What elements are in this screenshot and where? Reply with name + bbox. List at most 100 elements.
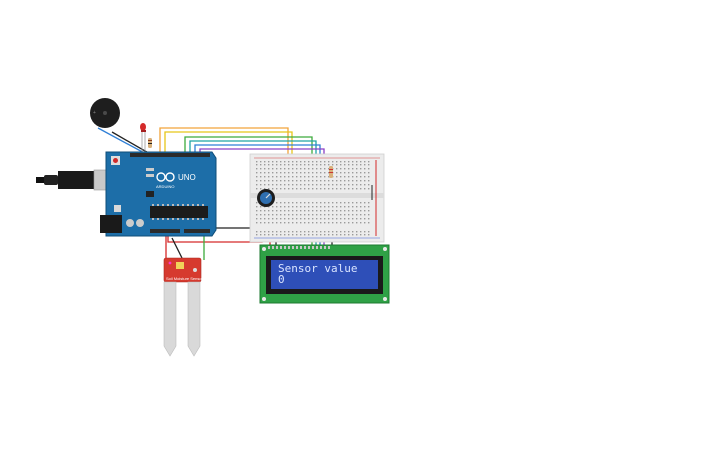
breadboard-hole [340,210,342,212]
breadboard-hole [340,180,342,182]
breadboard-hole [276,176,278,178]
breadboard-hole [272,172,274,174]
breadboard-hole [336,184,338,186]
breadboard-hole [300,214,302,216]
breadboard-hole [256,161,258,163]
breadboard-hole [304,210,306,212]
capacitor [126,219,134,227]
breadboard-hole [312,184,314,186]
breadboard-hole [268,222,270,224]
breadboard-hole [300,206,302,208]
capacitor [136,219,144,227]
breadboard-hole [292,180,294,182]
breadboard-hole [276,172,278,174]
breadboard-hole [296,206,298,208]
breadboard-hole [320,234,322,236]
breadboard-hole [280,234,282,236]
potentiometer[interactable] [257,189,275,207]
red-led[interactable] [140,123,152,155]
breadboard-hole [368,218,370,220]
breadboard-hole [288,161,290,163]
sensor-prong-left [163,281,177,357]
breadboard-hole [304,176,306,178]
wire-sensor-black[interactable] [171,237,183,259]
breadboard-hole [300,222,302,224]
breadboard-hole [352,206,354,208]
breadboard-hole [364,176,366,178]
breadboard-hole [280,214,282,216]
breadboard-hole [356,168,358,170]
breadboard-hole [260,184,262,186]
breadboard-hole [288,188,290,190]
breadboard-hole [292,188,294,190]
analog-header[interactable] [184,229,210,233]
breadboard-hole [268,210,270,212]
breadboard-hole [368,202,370,204]
breadboard-hole [280,210,282,212]
breadboard-hole [300,184,302,186]
breadboard-hole [364,188,366,190]
breadboard-hole [324,231,326,233]
breadboard-hole [308,206,310,208]
arduino-logo: UNO ARDUINO [156,172,196,189]
breadboard-hole [260,168,262,170]
breadboard-hole [292,202,294,204]
breadboard-hole [332,188,334,190]
breadboard-hole [352,161,354,163]
breadboard-hole [300,231,302,233]
breadboard-hole [344,172,346,174]
breadboard-hole [268,164,270,166]
breadboard-hole [348,202,350,204]
breadboard-hole [364,184,366,186]
breadboard-hole [364,222,366,224]
breadboard-hole [308,214,310,216]
breadboard-hole [364,202,366,204]
breadboard-hole [308,231,310,233]
breadboard-hole [256,176,258,178]
breadboard-hole [308,234,310,236]
breadboard-hole [344,218,346,220]
arduino-uno[interactable]: UNO ARDUINO [100,151,217,237]
soil-moisture-sensor[interactable]: Soil Moisture Sensor [163,257,204,357]
breadboard-hole [320,172,322,174]
breadboard-hole [300,161,302,163]
breadboard-hole [332,184,334,186]
breadboard-hole [368,184,370,186]
breadboard-hole [340,172,342,174]
wire-buzzer-blue[interactable] [97,127,149,156]
breadboard-hole [328,210,330,212]
digital-header[interactable] [130,153,210,157]
breadboard-hole [256,206,258,208]
breadboard-hole [328,234,330,236]
power-header[interactable] [150,229,180,233]
breadboard-hole [352,176,354,178]
breadboard-hole [336,210,338,212]
breadboard-hole [268,176,270,178]
breadboard-hole [304,188,306,190]
breadboard-hole [284,180,286,182]
breadboard-hole [288,210,290,212]
lcd-16x2[interactable]: Sensor value 0 [259,244,390,304]
breadboard-hole [304,164,306,166]
breadboard-hole [324,206,326,208]
model-label: UNO [178,173,196,182]
breadboard-hole [288,231,290,233]
sensor-label: Soil Moisture Sensor [166,276,204,281]
breadboard-hole [268,231,270,233]
breadboard-hole [316,222,318,224]
breadboard-hole [288,206,290,208]
breadboard-hole [288,168,290,170]
breadboard-hole [368,164,370,166]
breadboard-hole [284,231,286,233]
breadboard-hole [312,168,314,170]
breadboard-hole [320,188,322,190]
piezo-buzzer[interactable]: + [90,98,120,128]
breadboard-hole [256,210,258,212]
breadboard-hole [348,222,350,224]
breadboard-hole [288,222,290,224]
breadboard-hole [312,214,314,216]
breadboard-hole [260,172,262,174]
breadboard-hole [356,218,358,220]
power-jack[interactable] [100,215,122,233]
